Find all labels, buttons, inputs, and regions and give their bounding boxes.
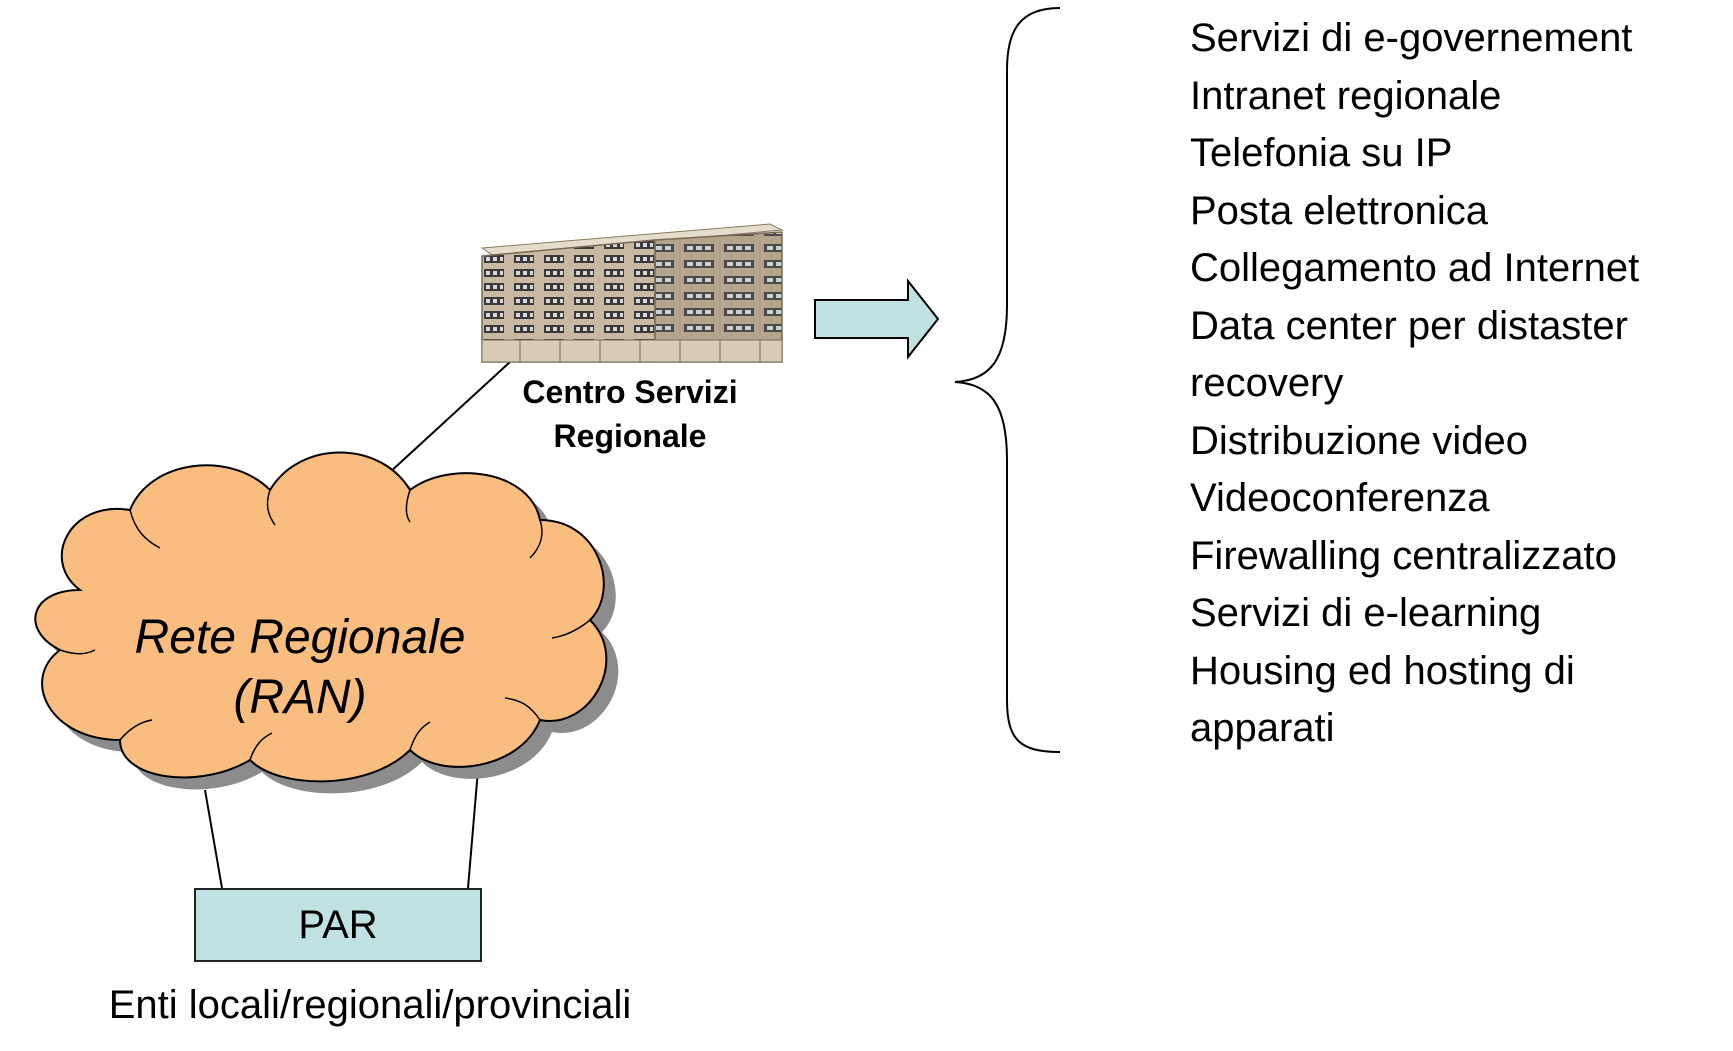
cloud-par-connector-left [204,789,223,889]
building-label-line1: Centro Servizi [522,374,738,410]
cloud-label-line1: Rete Regionale [134,611,466,664]
building-label-line2: Regionale [553,418,707,454]
par-box: PAR [194,888,482,962]
cloud-par-connector-right [467,769,479,889]
office-building-icon [480,223,784,363]
service-item: Data center per distaster [1190,303,1628,348]
services-list: Servizi di e-governement Intranet region… [1190,10,1730,758]
service-item: Distribuzione video [1190,418,1528,463]
right-arrow-icon [814,278,940,360]
service-item: Firewalling centralizzato [1190,533,1617,578]
enti-label: Enti locali/regionali/provinciali [108,983,632,1027]
service-item: Servizi di e-learning [1190,591,1542,635]
service-item: recovery [1190,361,1344,405]
service-item: Housing ed hosting di [1190,648,1575,693]
service-item: Collegamento ad Internet [1190,246,1640,290]
service-item: Videoconferenza [1190,476,1490,520]
building-label: Centro Servizi Regionale [470,370,790,458]
cloud-label-line2: (RAN) [233,671,367,724]
service-item: Telefonia su IP [1190,131,1453,175]
service-item: Intranet regionale [1190,73,1502,118]
cloud-label: Rete Regionale (RAN) [60,608,540,728]
curly-brace-icon [954,7,1061,753]
service-item: Posta elettronica [1190,188,1488,233]
cloud-ran [34,451,608,783]
service-item: Servizi di e-governement [1190,16,1633,60]
service-item: apparati [1190,706,1335,750]
par-label: PAR [298,902,378,947]
